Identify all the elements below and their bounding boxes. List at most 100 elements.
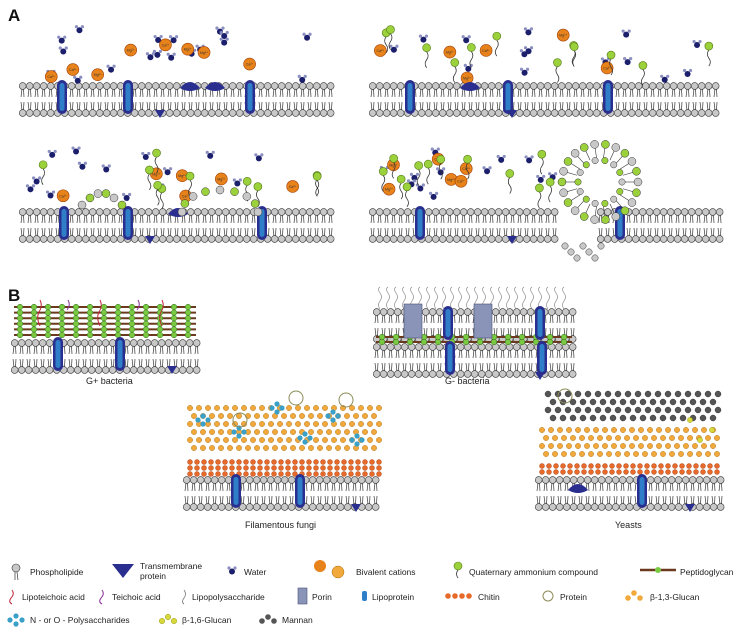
polysaccharide-unit [236, 433, 242, 439]
beta13-glucan-unit [624, 435, 630, 441]
lipid-tail [244, 227, 247, 237]
mannan-unit [619, 398, 627, 406]
phospholipid-head [222, 208, 230, 216]
lipid-tail [718, 482, 721, 492]
lipid-tail [605, 227, 608, 237]
phospholipid-head [653, 503, 662, 511]
lipid-tail [401, 214, 403, 224]
cation-symbol: Ca²⁺ [69, 68, 77, 72]
qac-icon-tail [456, 569, 459, 579]
phospholipid-head [673, 235, 682, 243]
lipid-tail [34, 101, 37, 111]
lipid-tail [606, 495, 609, 505]
lipid-tail [482, 227, 485, 237]
lipid-tail [581, 495, 583, 505]
water-oxygen [463, 37, 470, 44]
water-molecule [389, 44, 399, 53]
qac-head [396, 174, 406, 184]
phospholipid-head [436, 370, 444, 378]
water-hydrogen [467, 35, 471, 39]
free-lipid [567, 248, 575, 256]
phospholipid-head [19, 82, 27, 90]
water-hydrogen [428, 191, 433, 195]
phospholipid-head [306, 82, 314, 90]
phospholipid-head [225, 503, 233, 511]
bivalent-cation: Ca²⁺ [66, 63, 80, 76]
beta13-glucan-unit [557, 427, 563, 433]
phospholipid-head [543, 208, 552, 216]
chitin-unit [644, 469, 650, 475]
chitin-unit [320, 465, 326, 471]
phospholipid-head [222, 109, 230, 117]
lipid-tail [412, 362, 414, 372]
water-molecule [682, 68, 693, 77]
chitin-unit [271, 459, 277, 465]
lipid-tail [588, 495, 590, 505]
chitin-unit [334, 459, 340, 465]
qac-head [38, 160, 48, 170]
peptidoglycan-node [184, 309, 192, 316]
lipid-tail [574, 495, 576, 505]
water-oxygen [73, 148, 80, 155]
caption-gneg: G- bacteria [445, 376, 490, 386]
water-hydrogen [166, 52, 170, 56]
lipid-tail [139, 227, 142, 237]
channel-inner [447, 344, 453, 372]
lipid-tail [23, 101, 25, 111]
lipid-tail [334, 482, 336, 492]
beta13-glucan-unit [597, 435, 603, 441]
water-hydrogen [502, 154, 506, 159]
lipid-tail [613, 495, 616, 505]
lipid-tail [499, 101, 501, 111]
lipid-tail [41, 88, 44, 98]
beta13-glucan-unit [566, 427, 572, 433]
micelle-inner-head [574, 178, 582, 186]
lipid-tail [380, 88, 382, 98]
qac-head [704, 41, 714, 51]
water-hydrogen [436, 147, 440, 151]
lipid-tail [177, 88, 179, 98]
lipid-tail [689, 214, 692, 224]
polysaccharide-unit [302, 431, 308, 437]
lipid-tail [237, 101, 240, 111]
water-hydrogen [225, 37, 229, 41]
lipid-tail [208, 482, 210, 492]
lipid-tail [566, 349, 568, 359]
phospholipid-head [715, 208, 724, 216]
qac-head [638, 61, 648, 70]
water-molecule [58, 46, 68, 55]
lipid-tail [258, 88, 261, 98]
phospholipid-head [625, 503, 634, 511]
lipid-tail [443, 227, 445, 237]
lipid-tail [664, 88, 667, 98]
phospholipid-head [526, 343, 535, 351]
phospholipid-head [659, 208, 668, 216]
lipid-tail [566, 314, 568, 324]
phospholipid-head [519, 308, 528, 316]
phospholipid-head [564, 109, 573, 117]
phospholipid-head [19, 235, 27, 243]
phospholipid-head [116, 235, 125, 243]
quaternary-ammonium-compound [606, 50, 616, 76]
membrane-yeast [534, 476, 725, 511]
polysaccharide-unit [330, 417, 336, 423]
lipopolysaccharide [434, 286, 438, 310]
phospholipid-head [316, 503, 324, 511]
polysaccharide-unit [200, 421, 206, 427]
lipid-tail [64, 345, 66, 355]
phospholipid-head [46, 82, 55, 90]
lipid-tail [457, 88, 459, 98]
lipid-tail [286, 88, 289, 98]
cation-symbol: Mg²⁺ [200, 51, 208, 55]
chitin-unit [651, 463, 657, 469]
lipid-tail [121, 227, 123, 237]
phospholipid-head [271, 235, 279, 243]
mannan-unit [629, 398, 637, 406]
chitin-unit [278, 459, 284, 465]
lipid-tail [289, 101, 291, 111]
phospholipid-head [394, 370, 402, 378]
water-oxygen [147, 54, 154, 61]
beta13-glucan-unit [584, 443, 590, 449]
lipid-tail [124, 358, 127, 368]
beta13-glucan-unit [624, 451, 630, 457]
